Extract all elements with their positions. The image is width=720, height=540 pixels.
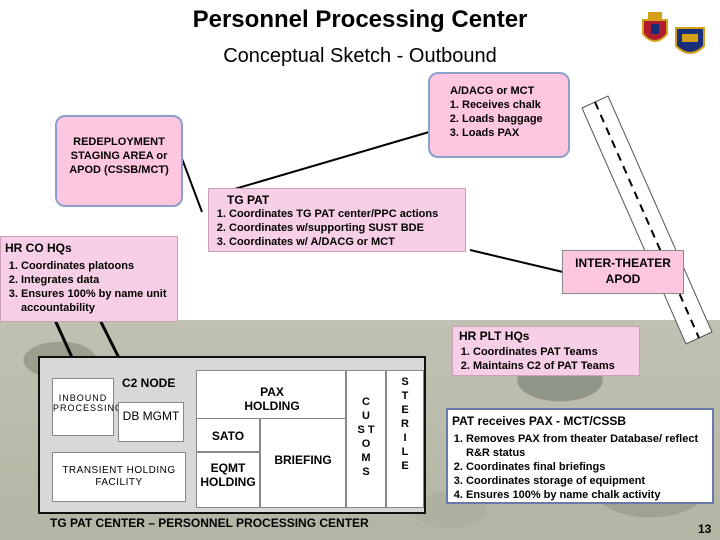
- dacg-box: A/DACG or MCT Receives chalk Loads bagga…: [428, 72, 570, 158]
- tgpat-title: TG PAT: [227, 193, 270, 207]
- hrco-title: HR CO HQs: [5, 241, 72, 255]
- page-number: 13: [698, 522, 712, 536]
- regimental-crest-icon: [640, 10, 670, 50]
- page-subtitle: Conceptual Sketch - Outbound: [223, 45, 497, 67]
- hrco-item: Ensures 100% by name unit accountability: [21, 287, 175, 315]
- apod-label: INTER-THEATER APOD: [575, 256, 671, 286]
- apod-box: INTER-THEATER APOD: [562, 250, 684, 294]
- tgpat-item: Coordinates TG PAT center/PPC actions: [229, 207, 461, 221]
- briefing-label: BRIEFING: [274, 453, 332, 467]
- tgpat-item: Coordinates w/supporting SUST BDE: [229, 221, 461, 235]
- inbound-processing-box: INBOUND PROCESSING: [52, 378, 124, 436]
- sato-label: SATO: [211, 429, 245, 443]
- hrco-item: Integrates data: [21, 273, 175, 287]
- page-title: Personnel Processing Center: [192, 6, 528, 33]
- customs-box: C U S T O M S: [346, 370, 386, 508]
- hrco-box: HR CO HQs Coordinates platoons Integrate…: [0, 236, 178, 322]
- pat-receives-box: PAT receives PAX - MCT/CSSB Removes PAX …: [446, 408, 714, 504]
- redeployment-box: REDEPLOYMENT STAGING AREA or APOD (CSSB/…: [55, 115, 183, 207]
- inbound-processing-label: INBOUND PROCESSING: [53, 393, 124, 413]
- sato-box: SATO: [196, 418, 260, 452]
- pax-holding-label: PAX HOLDING: [244, 385, 300, 413]
- eqmt-holding-label: EQMT HOLDING: [200, 461, 256, 489]
- runway-icon: [581, 95, 713, 345]
- connector-tgpat-apod: [469, 249, 564, 273]
- hrplt-box: HR PLT HQs Coordinates PAT Teams Maintai…: [452, 326, 640, 376]
- transient-holding-label: TRANSIENT HOLDING FACILITY: [62, 465, 176, 488]
- transient-holding-box: TRANSIENT HOLDING FACILITY: [52, 452, 186, 502]
- connector-tgpat-dacg: [213, 129, 437, 196]
- hrco-item: Coordinates platoons: [21, 259, 175, 273]
- briefing-box: BRIEFING: [260, 418, 346, 508]
- pat-receives-item: Coordinates storage of equipment: [466, 474, 708, 488]
- pat-receives-item: Coordinates final briefings: [466, 460, 708, 474]
- c2-node-label: C2 NODE: [122, 376, 176, 390]
- customs-label: C U S T O M S: [357, 396, 375, 478]
- pat-receives-item: Removes PAX from theater Database/ refle…: [466, 432, 708, 460]
- db-mgmt-box: DB MGMT: [118, 402, 184, 442]
- unit-insignia-icon: [674, 22, 706, 62]
- dacg-item: Loads PAX: [462, 126, 568, 140]
- sterile-box: S T E R I L E: [386, 370, 424, 508]
- dacg-item: Loads baggage: [462, 112, 568, 126]
- redeployment-label: REDEPLOYMENT STAGING AREA or APOD (CSSB/…: [69, 136, 169, 176]
- hrplt-item: Coordinates PAT Teams: [473, 345, 637, 359]
- hrplt-item: Maintains C2 of PAT Teams: [473, 359, 637, 373]
- dacg-title: A/DACG or MCT: [450, 85, 535, 97]
- pat-receives-title: PAT receives PAX - MCT/CSSB: [452, 414, 627, 428]
- dacg-item: Receives chalk: [462, 98, 568, 112]
- db-mgmt-label: DB MGMT: [122, 409, 180, 423]
- tgpat-item: Coordinates w/ A/DACG or MCT: [229, 235, 461, 249]
- eqmt-holding-box: EQMT HOLDING: [196, 452, 260, 508]
- pat-receives-item: Ensures 100% by name chalk activity: [466, 488, 708, 502]
- tgpat-box: TG PAT Coordinates TG PAT center/PPC act…: [208, 188, 466, 252]
- tgpat-center-label: TG PAT CENTER – PERSONNEL PROCESSING CEN…: [50, 516, 369, 530]
- hrplt-title: HR PLT HQs: [459, 329, 530, 343]
- sterile-label: S T E R I L E: [401, 376, 409, 472]
